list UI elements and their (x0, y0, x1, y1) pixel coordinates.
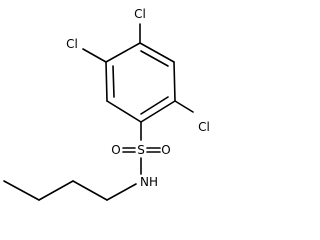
nitrogen-label: NH (140, 175, 158, 189)
atom-labels: Cl Cl Cl S O O NH (66, 7, 210, 189)
bonds (3, 23, 194, 201)
ring-bond-c3-c4 (105, 42, 141, 63)
ring-double-bond-c4-c5 (140, 50, 169, 67)
oxygen-right-label: O (161, 143, 170, 157)
sulfur-label: S (137, 143, 145, 157)
chlorine-right-label: Cl (198, 120, 210, 134)
chlorine-left-label: Cl (66, 37, 78, 51)
ring-bond-c5-c6 (173, 61, 176, 102)
ring-bond-c1-c2 (106, 100, 142, 123)
ring-double-bond-c6-c1 (140, 96, 169, 115)
ring-bond-c6-c1 (140, 100, 176, 123)
ring-double-bond-c2-c3 (112, 65, 115, 98)
ring-bond-c4-c5 (139, 42, 175, 63)
bond-c6-cl-right (174, 100, 194, 113)
bond-c3-cl-left (82, 48, 107, 63)
bond-c3-c4-butyl (3, 180, 40, 201)
oxygen-left-label: O (111, 143, 120, 157)
molecule-structure: Cl Cl Cl S O O NH (3, 7, 210, 201)
ring-bond-c2-c3 (105, 61, 108, 102)
bond-c2-c3-butyl (38, 180, 74, 201)
bond-n-c1 (106, 183, 137, 201)
bond-c1-c2-butyl (72, 180, 108, 201)
chlorine-top-label: Cl (134, 7, 146, 21)
